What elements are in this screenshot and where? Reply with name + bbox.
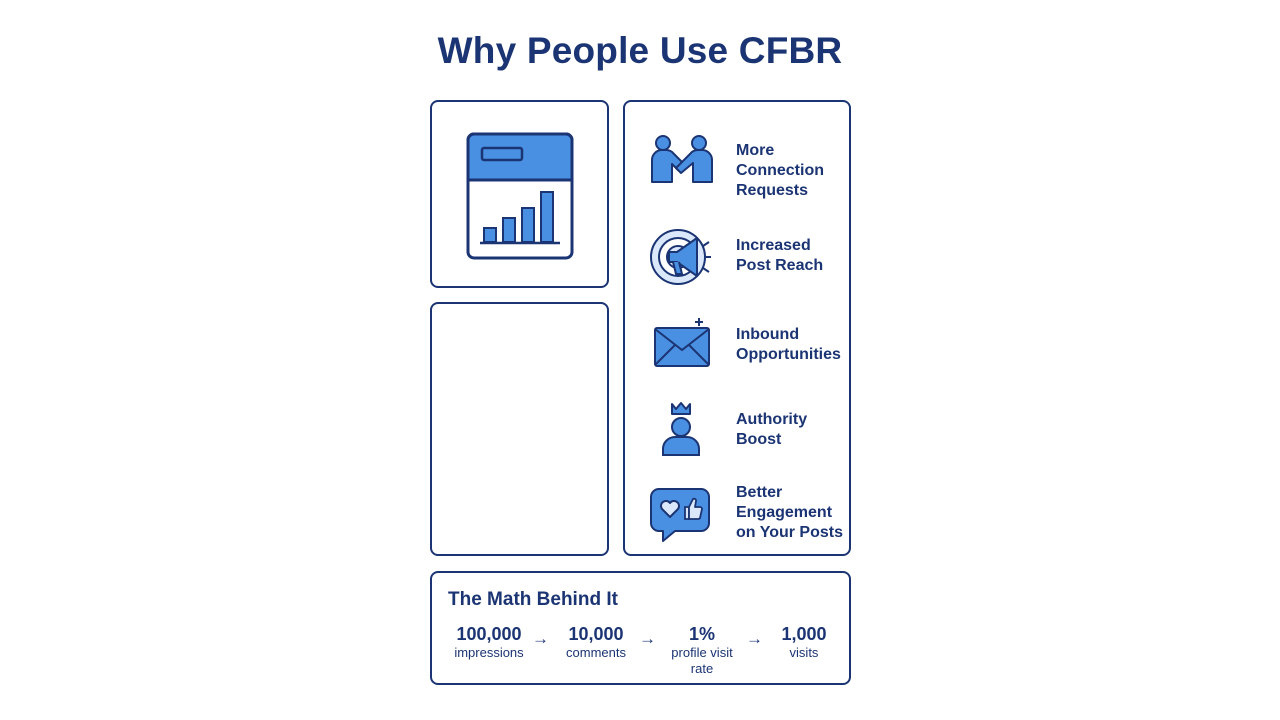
handshake-icon — [651, 135, 713, 183]
math-step-visits: 1,000 visits — [766, 623, 842, 661]
engagement-bubble-icon — [650, 488, 710, 542]
math-step-profile-visit-rate: 1% profile visit rate — [660, 623, 744, 677]
analytics-card — [430, 100, 609, 288]
envelope-plus-icon — [654, 318, 710, 367]
crowned-person-icon — [662, 402, 700, 456]
benefit-label: Better Engagement on Your Posts — [736, 484, 843, 541]
step-caption: impressions — [454, 645, 524, 660]
step-caption: comments — [566, 645, 626, 660]
benefit-label: More Connection Requests — [736, 142, 824, 199]
math-card: The Math Behind It 100,000 impressions →… — [430, 571, 851, 685]
arrow-icon: → — [532, 629, 549, 648]
benefit-label: Inbound Opportunities — [736, 326, 841, 363]
step-value: 1,000 — [781, 624, 827, 644]
arrow-icon: → — [746, 629, 763, 648]
math-step-comments: 10,000 comments — [554, 623, 638, 661]
step-caption: rate — [690, 661, 714, 676]
benefits-card: More Connection Requests Increased Post … — [623, 100, 851, 556]
empty-card — [430, 302, 609, 556]
step-value: 10,000 — [568, 624, 624, 644]
math-step-impressions: 100,000 impressions — [446, 623, 532, 661]
step-value: 100,000 — [456, 624, 522, 644]
benefit-label: Authority Boost — [736, 411, 808, 448]
megaphone-icon — [650, 229, 711, 285]
step-value: 1% — [688, 624, 715, 644]
step-caption: visits — [789, 645, 819, 660]
bar-chart-window-icon — [466, 132, 574, 260]
math-title: The Math Behind It — [448, 589, 618, 610]
benefit-label: Increased Post Reach — [736, 237, 824, 274]
arrow-icon: → — [639, 629, 656, 648]
page-title: Why People Use CFBR — [437, 30, 843, 71]
step-caption: profile visit — [671, 645, 733, 660]
